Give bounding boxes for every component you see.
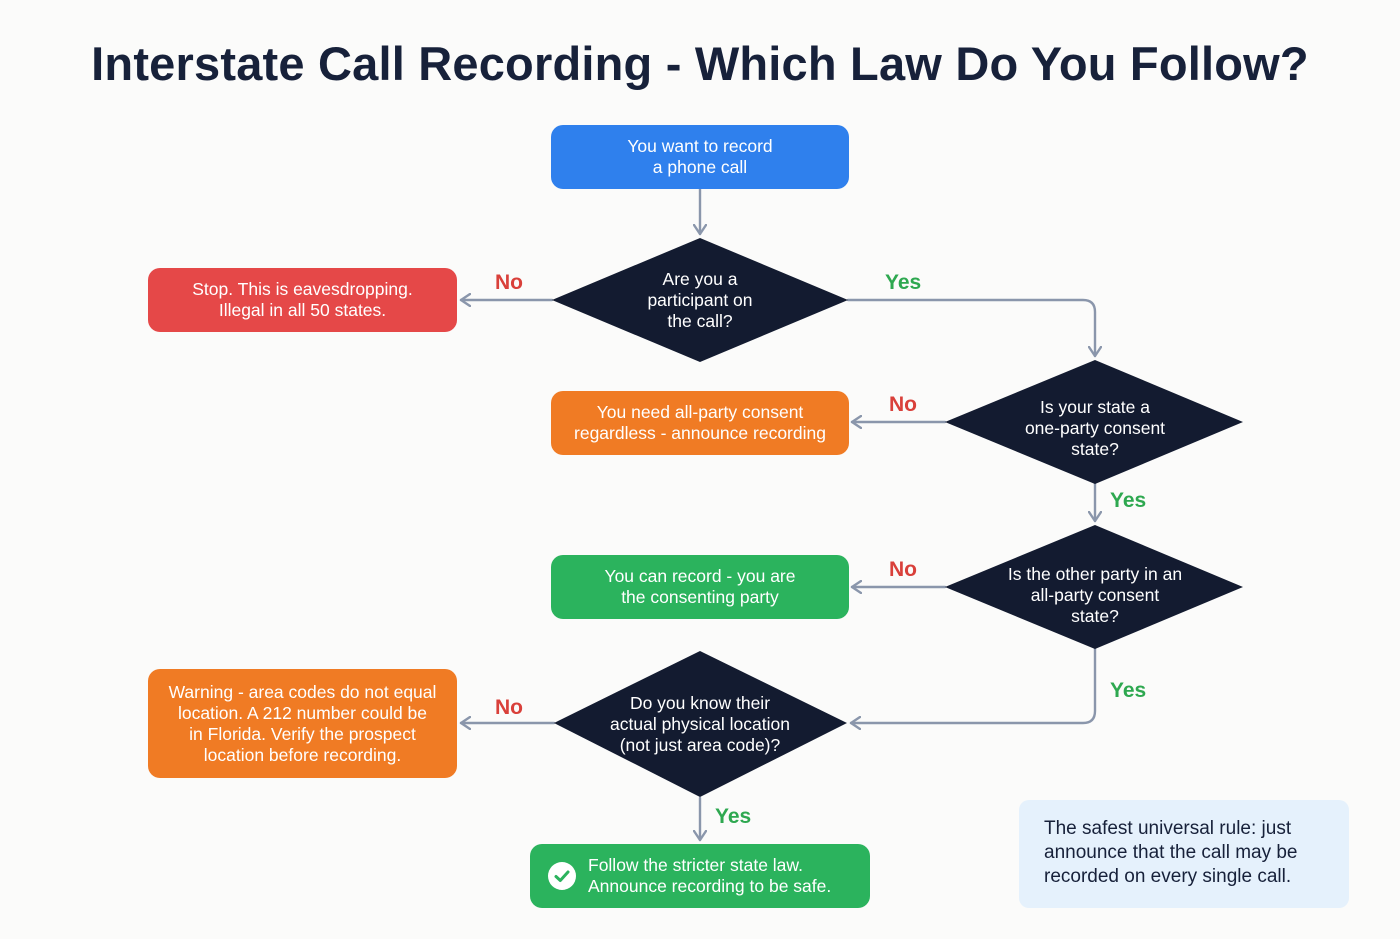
label-no-one-party: No	[889, 393, 917, 416]
decision-one-party-diamond	[945, 360, 1243, 484]
page-title: Interstate Call Recording - Which Law Do…	[91, 37, 1309, 90]
label-yes-participant: Yes	[885, 271, 922, 294]
start-node: You want to record a phone call	[551, 125, 849, 189]
label-no-participant: No	[495, 271, 523, 294]
label-yes-one-party: Yes	[1110, 489, 1147, 512]
question-location: Do you know their actual physical locati…	[610, 692, 790, 755]
arrow-participant-yes	[846, 298, 1095, 358]
label-yes-location: Yes	[715, 805, 752, 828]
final-node: Follow the stricter state law. Announce …	[530, 844, 870, 908]
decision-other-party-diamond	[945, 525, 1243, 649]
arrow-other-party-yes	[849, 646, 1097, 723]
decision-participant-diamond	[552, 238, 848, 362]
stop-node: Stop. This is eavesdropping. Illegal in …	[148, 268, 457, 332]
label-no-other-party: No	[889, 558, 917, 581]
question-one-party: Is your state a one-party consent state?	[1024, 396, 1166, 459]
warning-node: Warning - area codes do not equal locati…	[148, 669, 457, 778]
decision-location-diamond	[554, 651, 847, 797]
label-yes-other-party: Yes	[1110, 679, 1147, 702]
all-party-consent-node: You need all-party consent regardless - …	[551, 391, 849, 455]
tip-callout: The safest universal rule: just announce…	[1019, 800, 1349, 908]
final-node-text: Follow the stricter state law. Announce …	[588, 855, 832, 896]
can-record-node: You can record - you are the consenting …	[551, 555, 849, 619]
label-no-location: No	[495, 696, 523, 719]
question-other-party: Is the other party in an all-party conse…	[1007, 563, 1183, 626]
question-participant: Are you a participant on the call?	[647, 268, 753, 331]
checkmark-icon	[548, 862, 576, 890]
